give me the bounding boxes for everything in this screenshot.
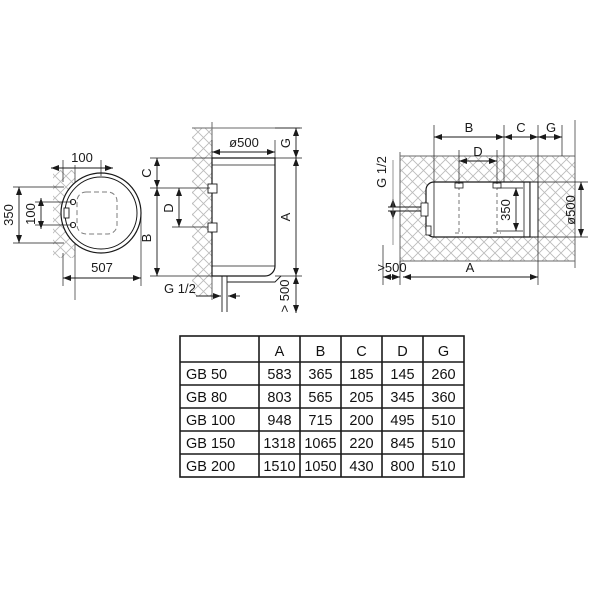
thread-label-front: G 1/2: [164, 281, 240, 299]
top-section-view: 100 350 100 507: [1, 150, 142, 300]
dim-label-d500-side: ø500: [563, 195, 578, 225]
table-cell-A: 803: [267, 390, 291, 406]
dim-label-100-top: 100: [71, 150, 93, 165]
dim-label-clearance-side: >500: [377, 260, 406, 275]
table-cell-B: 715: [308, 413, 332, 429]
table-row: GB 200 1510 1050 430 800 510: [186, 459, 456, 475]
table-cell-B: 1065: [304, 436, 336, 452]
dimension-table: A B C D G GB 50 583 365 185 145 260 GB 8…: [179, 335, 465, 478]
dim-label-C-side: C: [516, 120, 525, 135]
table-cell-model: GB 80: [186, 390, 227, 406]
table-cell-model: GB 100: [186, 413, 235, 429]
dim-100-width: 100: [51, 150, 113, 182]
table-cell-D: 345: [390, 390, 414, 406]
tank-circle-outline: [60, 172, 142, 254]
table-cell-model: GB 200: [186, 459, 235, 475]
table-cell-B: 1050: [304, 459, 336, 475]
dim-G-side: G: [538, 120, 563, 156]
table-cell-C: 430: [349, 459, 373, 475]
table-cell-G: 510: [431, 413, 455, 429]
dim-507-diameter: 507: [62, 213, 142, 286]
dim-label-A-side: A: [466, 260, 475, 275]
table-cell-B: 565: [308, 390, 332, 406]
dim-label-350-side: 350: [498, 199, 513, 221]
table-cell-G: 510: [431, 436, 455, 452]
dim-D-side: D: [458, 144, 498, 184]
table-header-A: A: [275, 344, 285, 360]
dim-label-thread-front: G 1/2: [164, 281, 196, 296]
dim-label-350: 350: [1, 204, 16, 226]
outlet-pipe-front: [221, 275, 282, 312]
dim-label-B-side: B: [465, 120, 474, 135]
dim-clearance-500-side: >500: [377, 245, 407, 285]
table-cell-C: 205: [349, 390, 373, 406]
table-row: GB 80 803 565 205 345 360: [186, 390, 456, 406]
table-cell-A: 948: [267, 413, 291, 429]
dim-label-thread-side: G 1/2: [374, 156, 389, 188]
mount-bracket-lower: [207, 222, 218, 233]
dim-label-d500-front: ø500: [229, 135, 259, 150]
table-cell-G: 510: [431, 459, 455, 475]
dim-D-front: D: [161, 188, 208, 228]
dim-100-height: 100: [23, 198, 72, 229]
dim-clearance-500-front: > 500: [277, 276, 299, 313]
dim-diameter-500-front: ø500: [211, 135, 276, 160]
table-cell-D: 495: [390, 413, 414, 429]
table-cell-G: 260: [431, 367, 455, 383]
dim-label-C-front: C: [139, 168, 154, 177]
inlet-pipe-side: G 1/2: [374, 156, 432, 245]
table-cell-A: 1510: [263, 459, 295, 475]
dim-label-G-side: G: [546, 120, 556, 135]
table-cell-A: 1318: [263, 436, 295, 452]
table-header-row: A B C D G: [275, 344, 449, 360]
dim-B-front: B: [139, 188, 212, 277]
dim-label-507: 507: [91, 260, 113, 275]
table-cell-A: 583: [267, 367, 291, 383]
table-cell-B: 365: [308, 367, 332, 383]
table-cell-G: 360: [431, 390, 455, 406]
table-row: GB 100 948 715 200 495 510: [186, 413, 456, 429]
dim-diameter-500-side: ø500: [538, 181, 588, 238]
mount-bracket-upper: [207, 183, 218, 194]
vertical-front-view: ø500 G A > 500 C: [139, 122, 302, 313]
dim-A-side: A: [399, 237, 539, 285]
dim-label-A-front: A: [278, 212, 293, 221]
dim-label-D-side: D: [473, 144, 482, 159]
dim-label-G-front: G: [278, 138, 293, 148]
table-cell-C: 185: [349, 367, 373, 383]
horizontal-side-view: 350 G 1/2 B C G: [374, 120, 588, 285]
dim-350-height: 350: [1, 186, 64, 244]
inner-tank-dashed: [76, 191, 118, 235]
dim-label-100-left: 100: [23, 203, 38, 225]
table-row: GB 50 583 365 185 145 260: [186, 367, 456, 383]
table-header-D: D: [397, 344, 407, 360]
dim-label-B-front: B: [139, 234, 154, 243]
table-header-B: B: [316, 344, 326, 360]
wall-bracket-top-view: [63, 207, 70, 219]
table-cell-D: 845: [390, 436, 414, 452]
tank-body-front: [211, 157, 276, 277]
dim-350-side: 350: [497, 187, 523, 232]
table-cell-D: 800: [390, 459, 414, 475]
table-cell-C: 200: [349, 413, 373, 429]
table-header-G: G: [438, 344, 449, 360]
table-cell-D: 145: [390, 367, 414, 383]
table-header-C: C: [356, 344, 366, 360]
dim-label-clearance-front: > 500: [277, 280, 292, 313]
tank-body-side: [425, 181, 539, 238]
table-row: GB 150 1318 1065 220 845 510: [186, 436, 456, 452]
dim-label-D-front: D: [161, 203, 176, 212]
table-cell-C: 220: [349, 436, 373, 452]
table-cell-model: GB 150: [186, 436, 235, 452]
table-cell-model: GB 50: [186, 367, 227, 383]
